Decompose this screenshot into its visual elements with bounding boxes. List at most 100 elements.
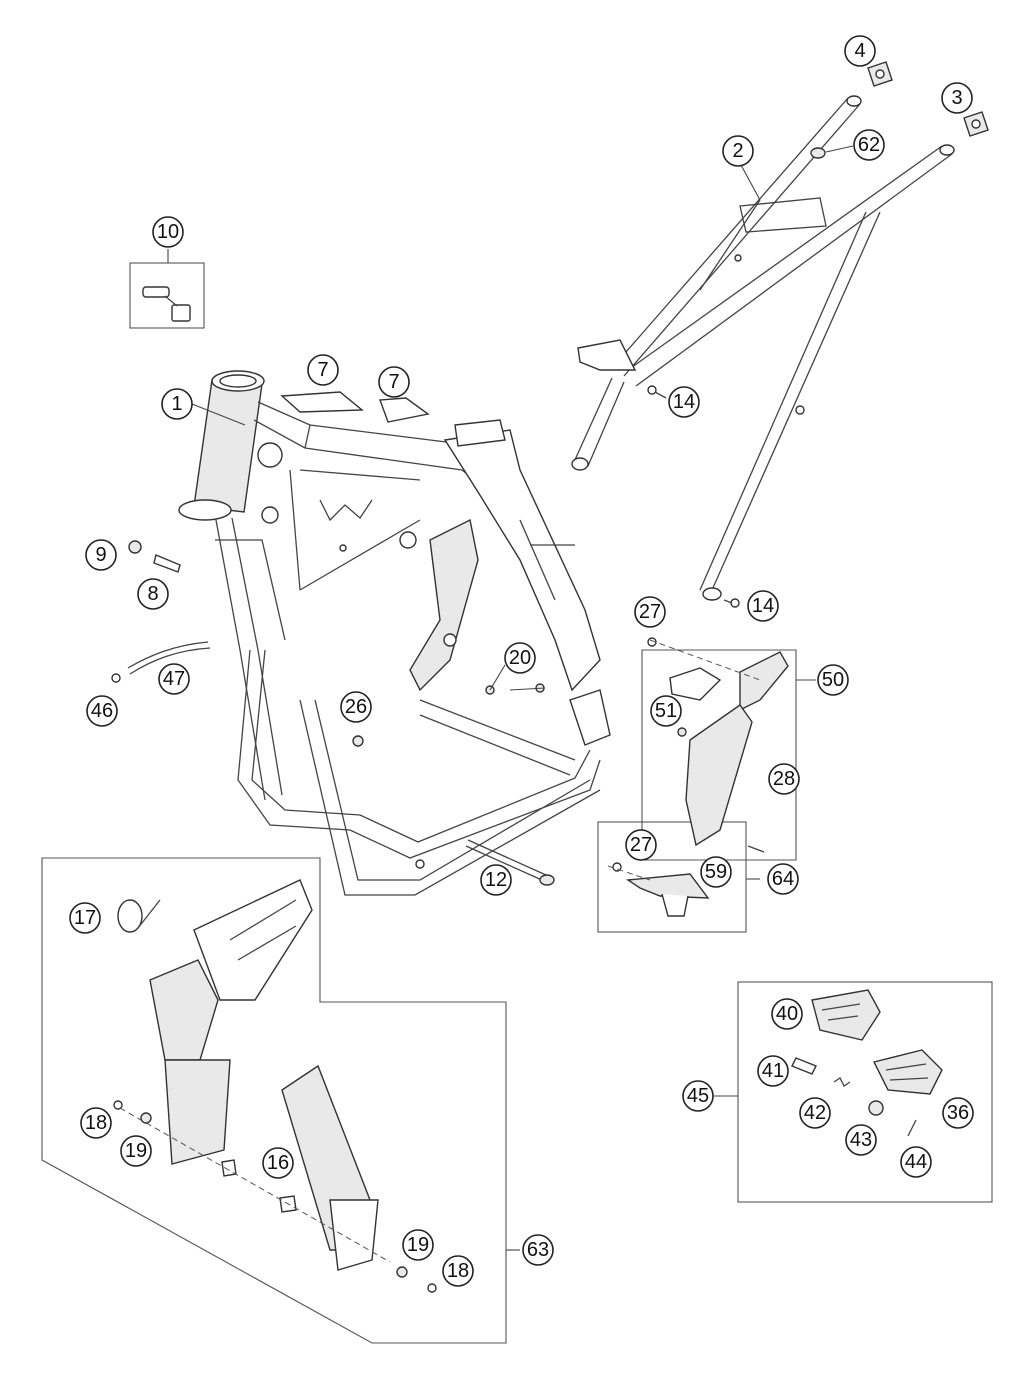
svg-text:9: 9 — [95, 544, 106, 566]
ignition-lock — [142, 286, 191, 322]
callout-50: 50 — [817, 664, 849, 696]
ignition-lock-box — [129, 262, 205, 329]
callout-9: 9 — [85, 539, 117, 571]
callout-17: 17 — [69, 902, 101, 934]
washer-43 — [868, 1100, 884, 1116]
callout-41: 41 — [757, 1055, 789, 1087]
chain-guide-50 — [647, 637, 789, 853]
svg-text:8: 8 — [147, 583, 158, 605]
svg-text:59: 59 — [705, 861, 727, 883]
callout-59: 59 — [700, 856, 732, 888]
svg-text:46: 46 — [91, 700, 113, 722]
svg-text:36: 36 — [947, 1102, 969, 1124]
svg-text:3: 3 — [951, 87, 962, 109]
callout-4: 4 — [844, 35, 876, 67]
svg-text:12: 12 — [485, 869, 507, 891]
svg-text:28: 28 — [773, 768, 795, 790]
arrow-7-right — [379, 397, 430, 423]
pin-41 — [791, 1057, 817, 1075]
svg-text:7: 7 — [317, 359, 328, 381]
footrest-36 — [872, 1049, 943, 1095]
callout-42: 42 — [799, 1097, 831, 1129]
callout-14b: 14 — [747, 590, 779, 622]
callout-12: 12 — [480, 864, 512, 896]
callout-16: 16 — [262, 1147, 294, 1179]
bumper-62 — [810, 147, 826, 159]
callout-19b: 19 — [402, 1229, 434, 1261]
svg-text:19: 19 — [407, 1234, 429, 1256]
chain-slider-box-64 — [597, 821, 747, 933]
bolt-18a — [113, 1100, 123, 1110]
spacer-16a — [221, 1159, 237, 1177]
callout-62: 62 — [853, 129, 885, 161]
svg-text:45: 45 — [687, 1085, 709, 1107]
callout-27a: 27 — [634, 596, 666, 628]
svg-text:63: 63 — [527, 1239, 549, 1261]
chain-slider-64 — [612, 862, 710, 917]
svg-text:14: 14 — [752, 595, 774, 617]
chain-guide-box-50 — [641, 649, 797, 861]
svg-text:18: 18 — [447, 1260, 469, 1282]
svg-text:41: 41 — [762, 1060, 784, 1082]
screw-14-upper — [647, 385, 667, 399]
svg-text:44: 44 — [905, 1151, 927, 1173]
end-plug-4 — [867, 61, 893, 87]
frame-protector-left — [149, 879, 313, 1165]
subframe — [571, 95, 955, 601]
callout-26: 26 — [340, 691, 372, 723]
callout-2: 2 — [722, 135, 754, 167]
nut-9 — [128, 540, 142, 554]
screw-14-lower — [723, 598, 740, 608]
callout-3: 3 — [941, 82, 973, 114]
svg-text:51: 51 — [655, 700, 677, 722]
svg-text:47: 47 — [163, 668, 185, 690]
svg-text:10: 10 — [157, 221, 179, 243]
callout-51: 51 — [650, 695, 682, 727]
svg-text:18: 18 — [85, 1112, 107, 1134]
svg-text:64: 64 — [772, 868, 794, 890]
svg-text:4: 4 — [854, 40, 865, 62]
arrow-7-left — [280, 391, 364, 413]
callout-27b: 27 — [625, 829, 657, 861]
svg-text:43: 43 — [850, 1129, 872, 1151]
svg-text:19: 19 — [125, 1140, 147, 1162]
washer-19a — [140, 1112, 152, 1124]
cotter-pin-44 — [907, 1119, 917, 1137]
frame-protector-box-63 — [41, 857, 507, 1344]
bolt-8 — [153, 554, 181, 573]
svg-text:40: 40 — [776, 1003, 798, 1025]
callout-63: 63 — [522, 1234, 554, 1266]
svg-text:2: 2 — [732, 140, 743, 162]
end-plug-3 — [963, 111, 989, 137]
callout-46: 46 — [86, 695, 118, 727]
callout-47: 47 — [158, 663, 190, 695]
callout-10: 10 — [152, 216, 184, 248]
svg-text:14: 14 — [673, 391, 695, 413]
grommet-26 — [352, 735, 364, 747]
svg-text:27: 27 — [630, 834, 652, 856]
bolt-18b — [427, 1283, 437, 1293]
callout-14a: 14 — [668, 386, 700, 418]
callout-8: 8 — [137, 578, 169, 610]
callout-1: 1 — [161, 388, 193, 420]
callout-43: 43 — [845, 1124, 877, 1156]
svg-text:42: 42 — [804, 1102, 826, 1124]
callout-7b: 7 — [378, 366, 410, 398]
callout-45: 45 — [682, 1080, 714, 1112]
footrest-40 — [811, 989, 881, 1041]
main-frame — [178, 370, 611, 896]
callout-64: 64 — [767, 863, 799, 895]
frame-protector-right — [281, 1064, 379, 1271]
svg-text:27: 27 — [639, 601, 661, 623]
svg-text:20: 20 — [509, 647, 531, 669]
clip-46 — [111, 673, 121, 683]
callout-28: 28 — [768, 763, 800, 795]
callout-18a: 18 — [80, 1107, 112, 1139]
callout-7a: 7 — [307, 354, 339, 386]
washer-19b — [396, 1266, 408, 1278]
pivot-bolt-12 — [465, 839, 555, 886]
callout-20: 20 — [504, 642, 536, 674]
svg-text:26: 26 — [345, 696, 367, 718]
svg-text:1: 1 — [171, 393, 182, 415]
